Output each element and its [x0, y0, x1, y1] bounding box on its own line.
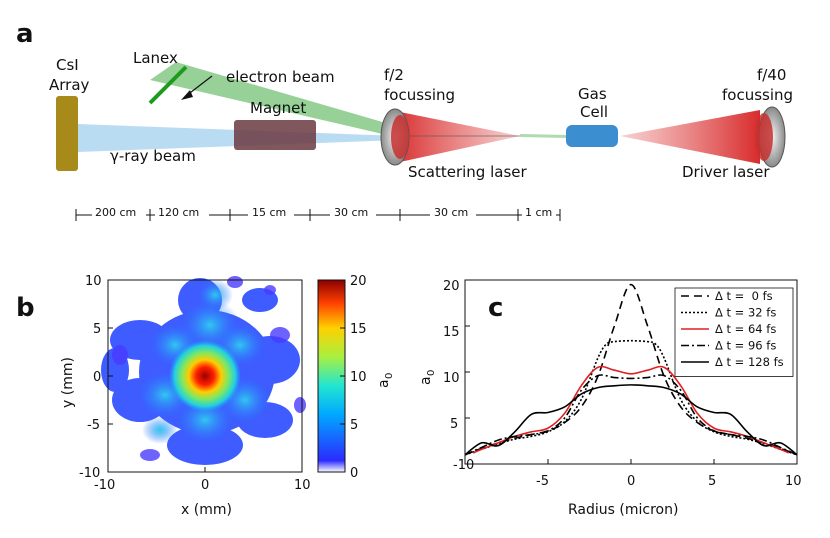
panel-c-xtick-3: 0 — [627, 474, 635, 489]
distance-label-3: 15 cm — [252, 206, 286, 219]
panel-c-xtick-1: -10 — [453, 458, 474, 473]
distance-scale: 200 cm 120 cm 15 cm 30 cm 30 cm 1 cm — [75, 205, 561, 221]
csi-label-line1: CsI — [56, 56, 79, 74]
magnet-label: Magnet — [250, 99, 306, 117]
distance-label-5: 30 cm — [434, 206, 468, 219]
series-line-4 — [464, 374, 798, 456]
electron-beam-arrow-icon — [181, 90, 193, 100]
distance-label-6: 1 cm — [525, 206, 552, 219]
colorbar-tick-2: 15 — [350, 322, 367, 337]
f2-label-line1: f/2 — [384, 66, 404, 84]
series-line-5 — [464, 384, 798, 456]
panel-c-ytick-5: 20 — [443, 279, 460, 294]
panel-b-xlabel: x (mm) — [181, 502, 232, 518]
panel-c-xtick-4: 5 — [708, 474, 716, 489]
colorbar-label: a 0 — [376, 373, 395, 388]
panel-b-ytick-5: -10 — [79, 466, 100, 481]
focal-spot-core — [169, 340, 241, 412]
svg-text:0: 0 — [426, 370, 437, 376]
panel-b-focal-spot-map: b — [16, 274, 395, 518]
driver-laser-label: Driver laser — [682, 163, 770, 181]
gas-cell — [566, 125, 618, 147]
panel-c-ytick-2: 5 — [450, 417, 458, 432]
scattering-laser-label: Scattering laser — [408, 163, 527, 181]
electron-beam — [150, 62, 410, 138]
distance-label-2: 120 cm — [158, 206, 199, 219]
f2-focussing-mirror — [380, 108, 410, 166]
panel-b-ytick-2: 5 — [93, 322, 101, 337]
distance-label-4: 30 cm — [334, 206, 368, 219]
panel-b-xtick-2: 0 — [201, 478, 209, 493]
scattering-laser-beam — [400, 112, 520, 162]
f40-label-line2: focussing — [722, 86, 793, 104]
colorbar-tick-5: 0 — [350, 466, 358, 481]
colorbar-tick-4: 5 — [350, 418, 358, 433]
panel-a-schematic: a CsI Array — [16, 19, 793, 221]
csi-label-line2: Array — [49, 76, 90, 94]
panel-b-ylabel: y (mm) — [60, 357, 76, 408]
csi-array — [56, 96, 78, 171]
colorbar-tick-3: 10 — [350, 370, 367, 385]
panel-c-ytick-4: 15 — [443, 325, 460, 340]
colorbar-tick-1: 20 — [350, 274, 367, 289]
legend-label-4: Δ t = 96 fs — [715, 339, 776, 353]
magnet — [234, 120, 316, 150]
panel-b-xtick-1: -10 — [94, 478, 115, 493]
legend-label-2: Δ t = 32 fs — [715, 306, 776, 320]
lanex-label: Lanex — [133, 49, 178, 67]
panel-c-xlabel: Radius (micron) — [568, 502, 678, 518]
panel-b-xtick-3: 10 — [294, 478, 311, 493]
panel-b-ytick-3: 0 — [93, 370, 101, 385]
panel-c-legend: Δ t = 0 fs Δ t = 32 fs Δ t = 64 fs Δ t = 96… — [674, 287, 794, 377]
driver-laser-beam — [620, 110, 760, 164]
gas-cell-label-line1: Gas — [578, 85, 607, 103]
gas-cell-label-line2: Cell — [580, 103, 608, 121]
f40-label-line1: f/40 — [757, 66, 786, 84]
legend-label-3: Δ t = 64 fs — [715, 322, 776, 336]
panel-c-letter: c — [488, 293, 503, 323]
panel-c-chart: c -10 -5 0 5 10 0 5 10 15 20 Radius (mic… — [418, 279, 802, 518]
legend-label-1: Δ t = 0 fs — [715, 289, 773, 303]
distance-label-1: 200 cm — [95, 206, 136, 219]
panel-c-ylabel: a 0 — [418, 370, 437, 385]
svg-text:a: a — [376, 379, 392, 388]
panel-b-letter: b — [16, 293, 35, 323]
series-line-3 — [472, 365, 790, 454]
electron-beam-label: electron beam — [226, 68, 335, 86]
panel-b-ytick-4: -5 — [87, 418, 100, 433]
series-line-1 — [464, 283, 798, 456]
panel-c-xtick-5: 10 — [785, 474, 802, 489]
panel-c-xtick-2: -5 — [536, 474, 549, 489]
svg-text:a: a — [418, 376, 434, 385]
focal-spot-image — [101, 276, 306, 465]
panel-a-letter: a — [16, 19, 34, 49]
panel-c-plot-area — [464, 283, 798, 456]
lanex-screen — [148, 65, 188, 105]
f2-label-line2: focussing — [384, 86, 455, 104]
f40-focussing-mirror — [755, 106, 786, 168]
panel-b-ytick-1: 10 — [85, 274, 102, 289]
panel-c-ytick-3: 10 — [443, 371, 460, 386]
legend-label-5: Δ t = 128 fs — [715, 355, 784, 369]
series-line-2 — [464, 339, 798, 456]
svg-text:0: 0 — [384, 373, 395, 379]
gamma-beam-label: γ-ray beam — [110, 147, 196, 165]
